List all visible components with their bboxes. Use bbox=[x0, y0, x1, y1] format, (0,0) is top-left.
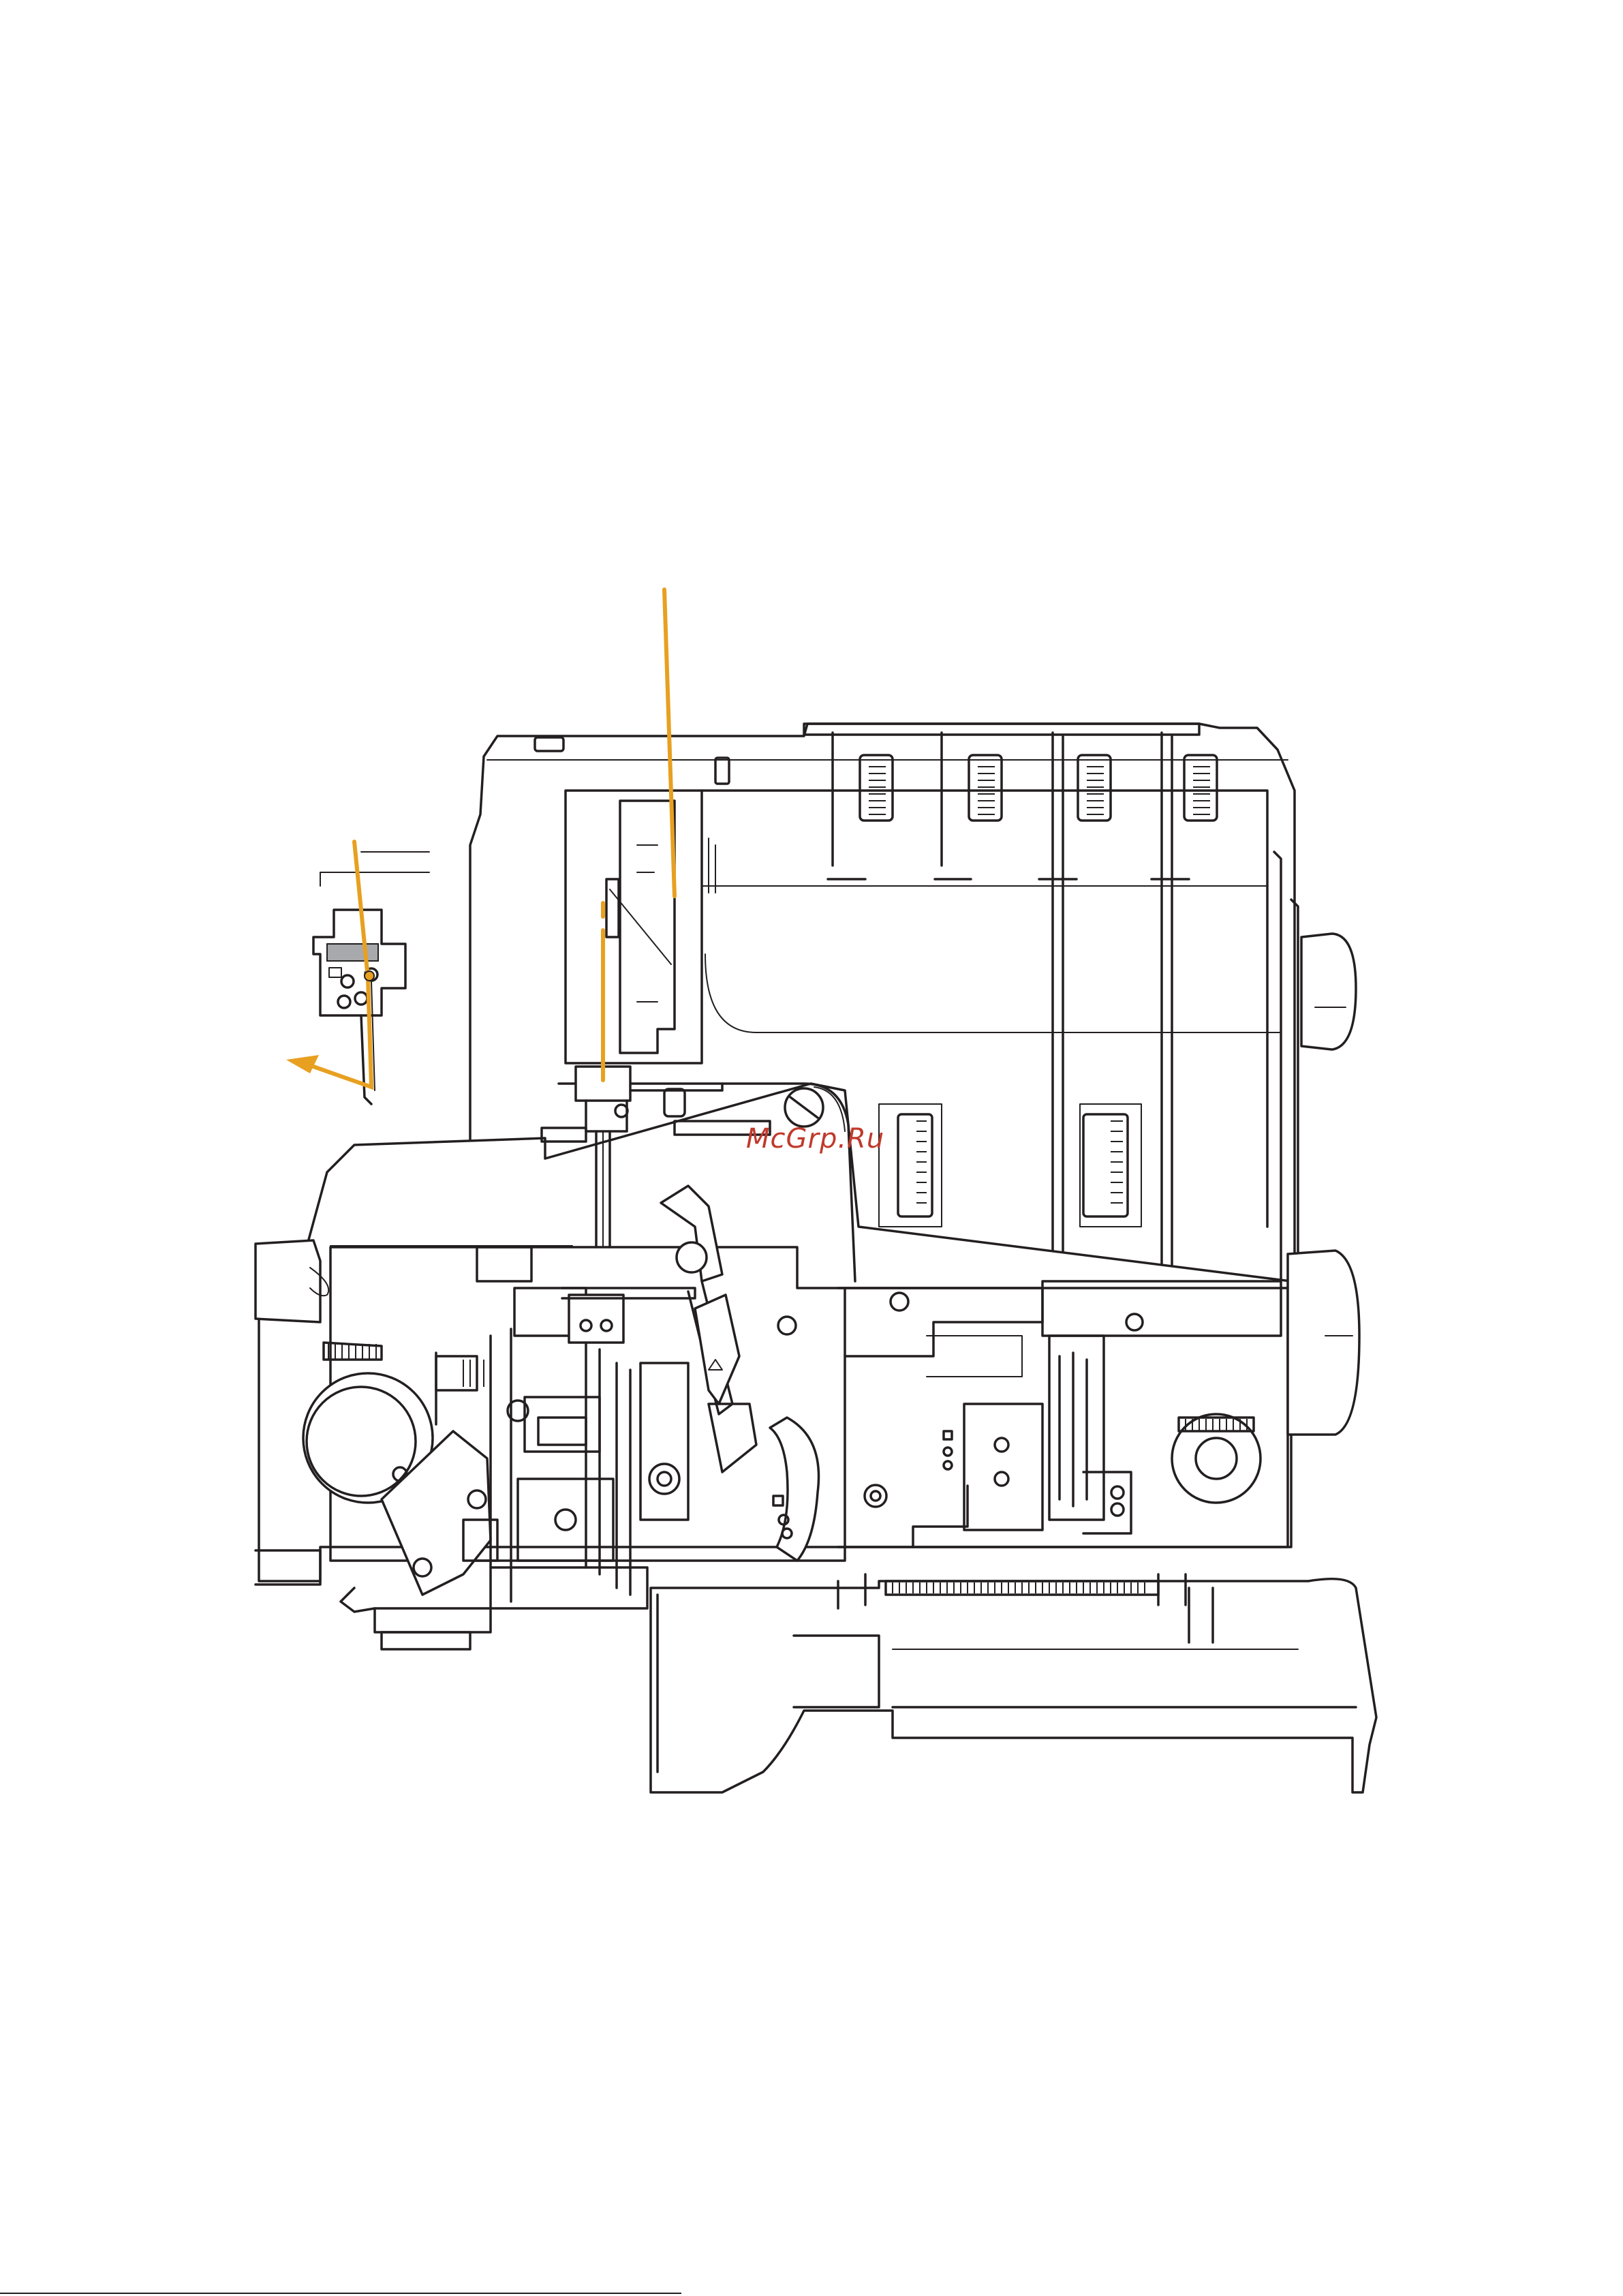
watermark-text: McGrp.Ru bbox=[746, 1123, 884, 1154]
stitch-length-dial[interactable] bbox=[1172, 1414, 1261, 1503]
front-cover-open[interactable] bbox=[651, 1574, 1376, 1792]
handwheel-upper[interactable] bbox=[1301, 934, 1356, 1050]
thread-direction-arrow-icon bbox=[286, 1055, 319, 1073]
handwheel-lower[interactable] bbox=[1288, 1251, 1359, 1435]
